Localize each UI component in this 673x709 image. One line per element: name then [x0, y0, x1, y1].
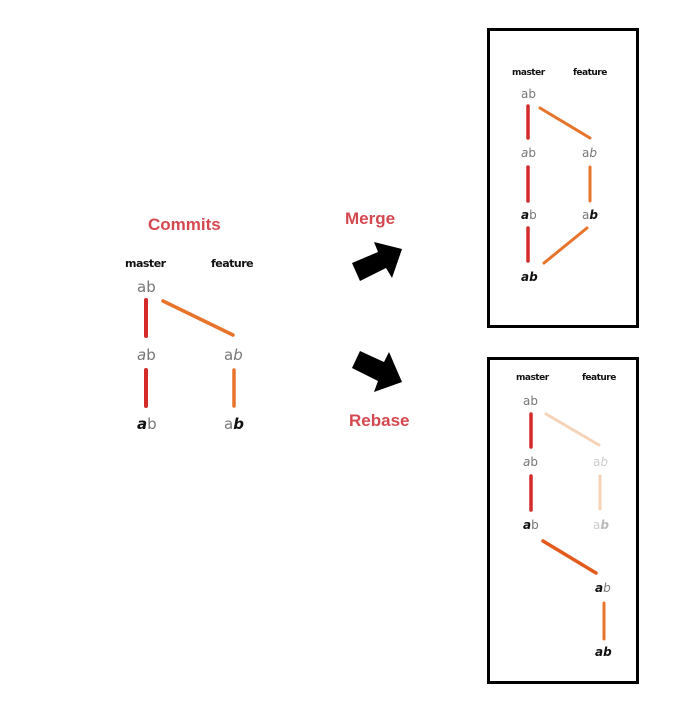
branch-label-feature: feature — [582, 373, 616, 383]
commit-master-3: ab — [521, 208, 537, 222]
commit-feature-1-old: ab — [593, 455, 608, 469]
rebase-graph-lines — [529, 412, 606, 641]
commit-master-2: ab — [523, 455, 538, 469]
commit-rebased-1: ab — [595, 581, 611, 595]
commit-rebased-2: ab — [595, 645, 612, 659]
commit-feature-2: ab — [582, 208, 598, 222]
merge-commit: ab — [521, 270, 538, 284]
commit-feature-1: ab — [582, 146, 597, 160]
commit-feature-1: ab — [224, 346, 243, 364]
branch-label-master: master — [516, 373, 549, 383]
merge-graph-lines — [526, 104, 592, 265]
merge-label: Merge — [345, 209, 396, 228]
commits-title: Commits — [148, 215, 221, 234]
commit-master-1: ab — [523, 394, 538, 408]
commit-master-3: ab — [137, 415, 157, 433]
commit-feature-2-old: ab — [593, 518, 609, 532]
commit-master-1: ab — [137, 278, 156, 296]
branch-label-feature: feature — [573, 68, 607, 78]
commit-master-1: ab — [521, 87, 536, 101]
rebase-label: Rebase — [349, 411, 410, 430]
branch-label-feature: feature — [211, 257, 254, 270]
commit-master-2: ab — [521, 146, 536, 160]
commit-feature-2: ab — [224, 415, 244, 433]
branch-label-master: master — [512, 68, 545, 78]
branch-label-master: master — [125, 257, 166, 270]
merge-result-panel: master feature ab ab ab ab ab ab — [487, 28, 639, 328]
commit-master-2: ab — [137, 346, 156, 364]
commit-master-3: ab — [523, 518, 539, 532]
rebase-result-panel: master feature ab ab ab ab ab ab ab — [487, 357, 639, 684]
